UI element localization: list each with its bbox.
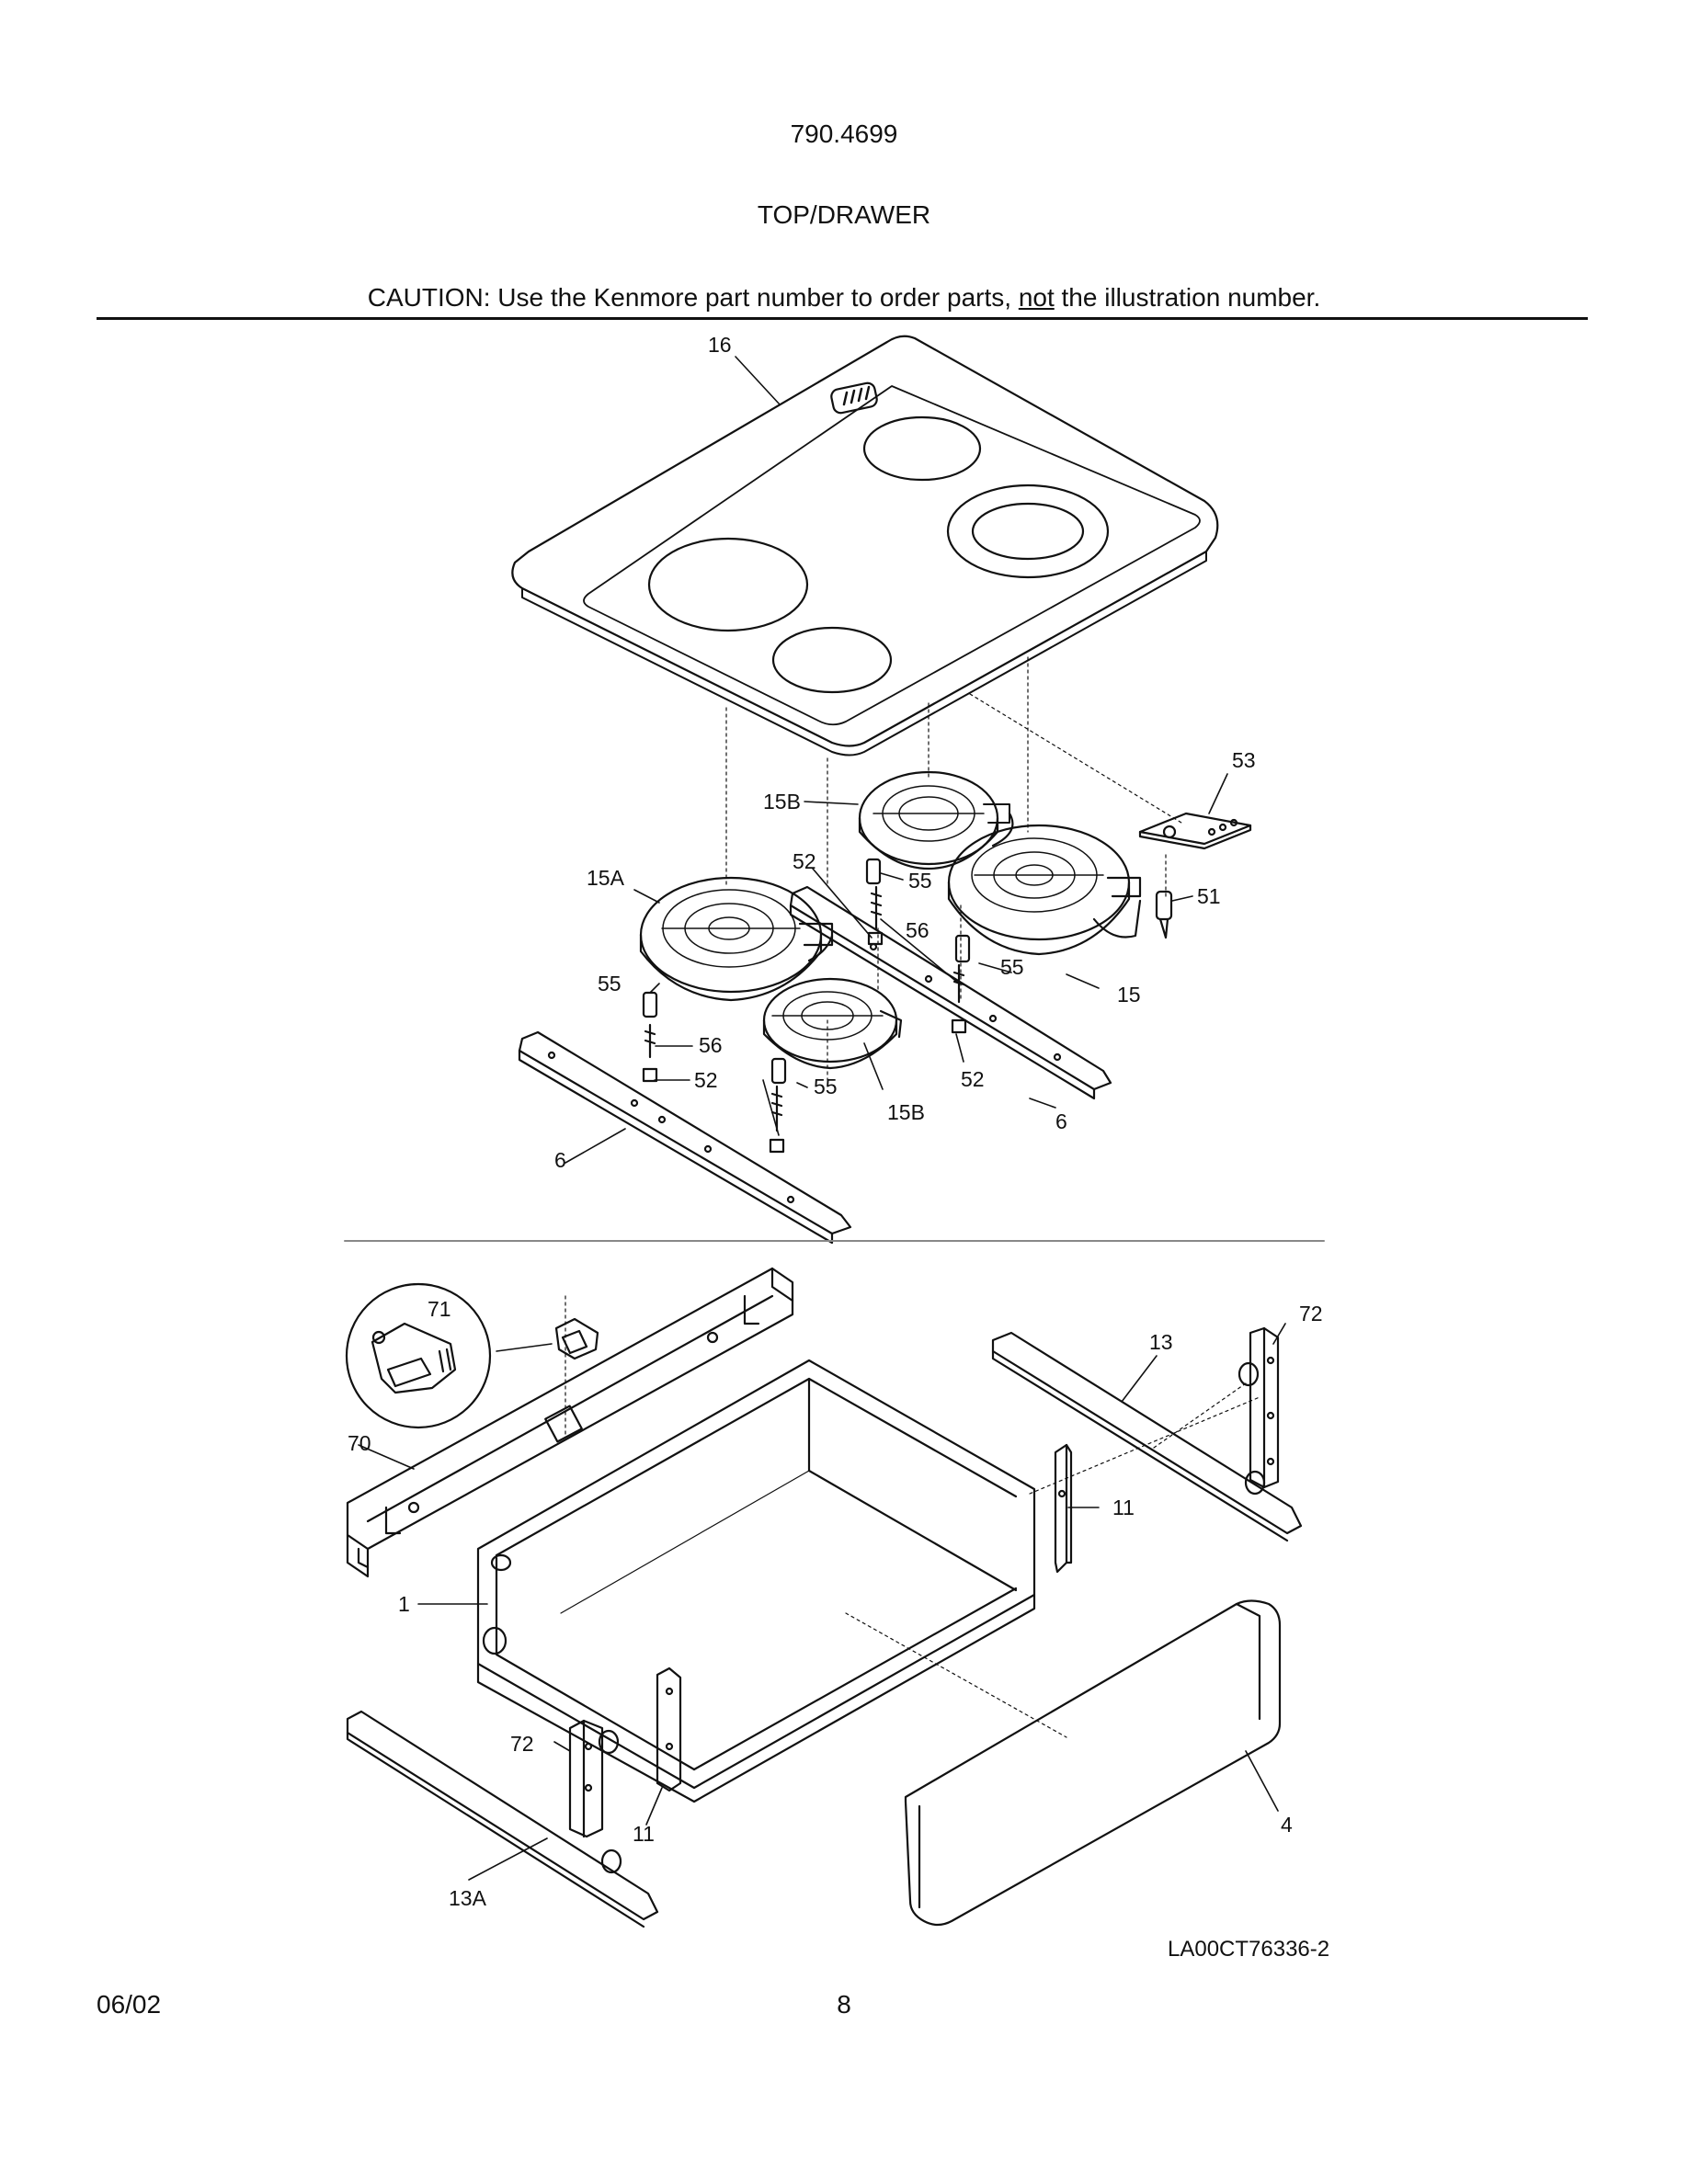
- callout-4: 4: [1281, 1813, 1293, 1837]
- callout-1: 1: [398, 1592, 410, 1616]
- callout-55-c: 55: [598, 972, 622, 995]
- model-number: 790.4699: [790, 119, 898, 148]
- page-number: 8: [837, 1990, 851, 2019]
- nut-52-bottom: [769, 1138, 785, 1154]
- callout-16: 16: [708, 333, 732, 357]
- caution-emphasis: not: [1018, 283, 1055, 312]
- drawer-body-1: [476, 1359, 1036, 1803]
- bracket-6-left: [518, 1030, 852, 1245]
- cooktop-glass-top: [511, 335, 1219, 756]
- drawer-rail-13: [991, 1331, 1303, 1542]
- callout-51: 51: [1197, 884, 1221, 908]
- callout-6-left: 6: [554, 1148, 566, 1172]
- drawer-rail-70: [346, 1267, 794, 1578]
- switch-plate-53: [1138, 812, 1252, 850]
- callout-15a: 15A: [587, 866, 625, 890]
- callout-52-top: 52: [793, 849, 816, 873]
- screw-56-a: [870, 885, 883, 930]
- slide-clip-71: [554, 1317, 599, 1360]
- callout-15b-top: 15B: [763, 790, 801, 813]
- clip-55-b: [954, 934, 971, 963]
- clip-55-d: [770, 1057, 787, 1085]
- callout-72-bottom: 72: [510, 1732, 534, 1756]
- callout-72-top: 72: [1299, 1302, 1323, 1325]
- leader-lines: [358, 356, 1286, 1881]
- detail-circle-71: [345, 1282, 492, 1429]
- drawer-bracket-11-right: [1054, 1443, 1073, 1574]
- caution-prefix: CAUTION: Use the Kenmore part number to …: [367, 283, 1019, 312]
- clip-55-a: [865, 858, 882, 885]
- drawer-front-panel-4: [904, 1599, 1282, 1927]
- alignment-lines: [565, 656, 1260, 1738]
- screw-56-c: [644, 1023, 656, 1059]
- callout-13a: 13A: [449, 1886, 487, 1910]
- callout-11-right: 11: [1112, 1496, 1135, 1519]
- callout-55-b: 55: [1000, 955, 1024, 979]
- element-15b-top: [858, 770, 1014, 870]
- nut-52-right: [951, 1018, 967, 1034]
- screw-56-d: [770, 1085, 783, 1132]
- drawer-bracket-11-bottom: [656, 1666, 682, 1792]
- figure-reference: LA00CT76336-2: [1168, 1937, 1329, 1962]
- callout-70: 70: [348, 1431, 371, 1455]
- revision-date: 06/02: [97, 1990, 162, 2019]
- callout-71: 71: [428, 1297, 451, 1321]
- nut-52-left: [642, 1067, 658, 1083]
- callout-55-d: 55: [814, 1075, 838, 1098]
- header-rule: [97, 317, 1588, 320]
- callout-53: 53: [1232, 748, 1256, 772]
- element-15b-bottom: [762, 977, 903, 1070]
- clip-55-c: [642, 991, 658, 1018]
- callout-6-right: 6: [1055, 1109, 1067, 1133]
- drawer-bracket-72-top: [1237, 1326, 1280, 1489]
- element-15a-left: [639, 876, 834, 1002]
- callout-56-a: 56: [906, 918, 930, 942]
- section-title: TOP/DRAWER: [757, 200, 931, 229]
- callout-56-b: 56: [699, 1033, 723, 1057]
- bracket-6-right: [789, 885, 1112, 1100]
- callout-13: 13: [1149, 1330, 1173, 1354]
- indicator-light-51: [1155, 890, 1173, 939]
- drawer-bracket-72-bottom: [568, 1719, 620, 1838]
- callout-15b-bottom: 15B: [887, 1100, 925, 1124]
- callout-52-mid: 52: [694, 1068, 718, 1092]
- callout-52-right: 52: [961, 1067, 985, 1091]
- callout-55-a: 55: [908, 869, 932, 893]
- element-15-right: [947, 824, 1142, 956]
- caution-suffix: the illustration number.: [1054, 283, 1321, 312]
- drawer-rail-13a: [346, 1710, 659, 1928]
- nut-52-top: [867, 931, 884, 946]
- caution-note: CAUTION: Use the Kenmore part number to …: [0, 283, 1688, 313]
- callout-11-bottom: 11: [633, 1822, 655, 1846]
- callout-15: 15: [1117, 983, 1141, 1007]
